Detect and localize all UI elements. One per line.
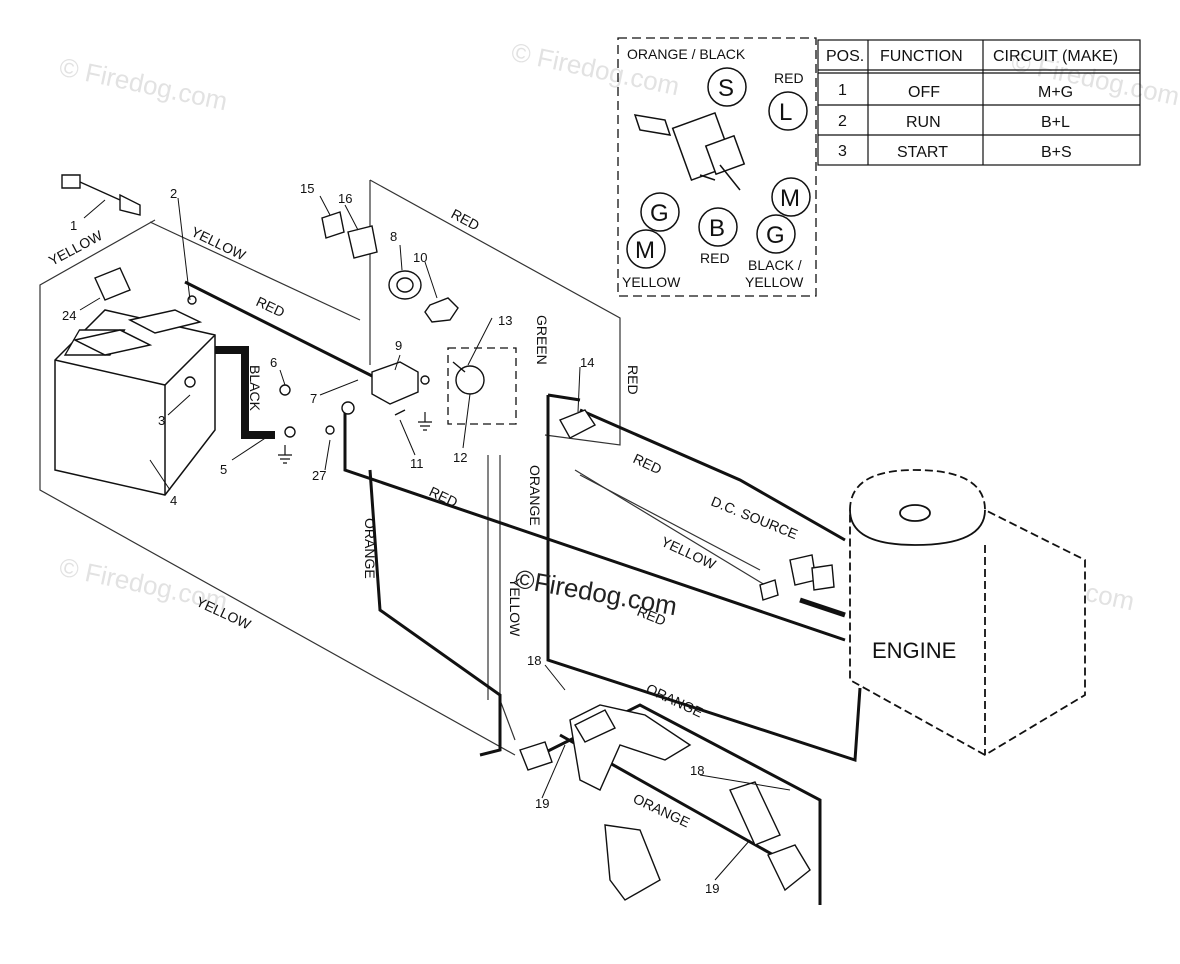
letter-s: S (718, 75, 734, 102)
table-header: CIRCUIT (MAKE) (993, 48, 1118, 65)
part-number: 12 (453, 450, 467, 465)
wire-labels: YELLOW YELLOW RED RED BLACK GREEN RED RE… (46, 206, 800, 831)
label-orange-black: ORANGE / BLACK (627, 46, 746, 62)
terminal-s (707, 67, 747, 107)
switch-inset-frame (617, 37, 817, 297)
center-watermark: ©Firedog.com (513, 563, 679, 621)
part-number: 24 (62, 308, 76, 323)
label-yellow: YELLOW (622, 274, 681, 290)
part-number: 1 (70, 218, 77, 233)
wire-label: YELLOW (46, 227, 106, 269)
part-number: 14 (580, 355, 594, 370)
terminal-g2 (756, 214, 796, 254)
terminal-b (698, 207, 738, 247)
part-number: 13 (498, 313, 512, 328)
wire-label: BLACK (247, 365, 263, 412)
wire-label: YELLOW (507, 578, 523, 637)
part-number: 16 (338, 191, 352, 206)
wire-label: RED (254, 293, 288, 320)
leader-lines (79, 195, 791, 881)
table-cell: 1 (838, 82, 847, 99)
table-cell: B+L (1041, 114, 1070, 131)
part-numbers: 1 2 3 4 5 6 7 8 9 10 11 12 13 14 15 16 1… (62, 181, 719, 896)
dc-cable (799, 597, 846, 618)
label-black-yellow: YELLOW (745, 274, 804, 290)
table-cell: 2 (838, 113, 847, 130)
part-number: 10 (413, 250, 427, 265)
terminal-letters: S L G B M M G (635, 75, 800, 264)
switch-inset-labels: ORANGE / BLACK RED RED YELLOW BLACK / YE… (622, 46, 804, 290)
wire-label: ORANGE (362, 518, 378, 579)
terminal-m2 (626, 229, 666, 269)
switch-dashed-box (447, 347, 517, 425)
engine (849, 469, 1086, 757)
wire-label: RED (631, 450, 665, 477)
part-number: 6 (270, 355, 277, 370)
battery (54, 309, 216, 496)
wire-label: YELLOW (189, 223, 249, 263)
part-number: 27 (312, 468, 326, 483)
terminal-g (640, 192, 680, 232)
wire-label: RED (427, 483, 461, 510)
letter-m2: M (635, 237, 655, 264)
engine-label: ENGINE (872, 638, 956, 663)
letter-b: B (709, 215, 725, 242)
label-red: RED (774, 70, 804, 86)
terminal-m (771, 177, 811, 217)
letter-l: L (779, 99, 792, 126)
ground-symbols (278, 412, 432, 464)
table-header: POS. (826, 48, 864, 65)
table-cell: 3 (838, 143, 847, 160)
label-red: RED (700, 250, 730, 266)
wire-label: ORANGE (527, 465, 543, 526)
part-number: 7 (310, 391, 317, 406)
part-number: 19 (705, 881, 719, 896)
part-number: 15 (300, 181, 314, 196)
wire-label: GREEN (534, 315, 550, 365)
wire-label: ORANGE (631, 790, 693, 830)
wire-label: D.C. SOURCE (709, 493, 800, 542)
letter-g: G (650, 200, 669, 227)
part-number: 4 (170, 493, 177, 508)
function-table (817, 39, 1141, 166)
terminal-circles (626, 67, 811, 269)
label-black-yellow: BLACK / (748, 257, 802, 273)
part-number: 18 (690, 763, 704, 778)
part-number: 8 (390, 229, 397, 244)
letter-m: M (780, 185, 800, 212)
part-number: 5 (220, 462, 227, 477)
table-cell: M+G (1038, 84, 1073, 101)
wire-label: RED (625, 365, 641, 395)
watermark: © Firedog.com (57, 52, 230, 117)
part-number: 3 (158, 413, 165, 428)
thin-harness (39, 179, 771, 756)
part-number: 2 (170, 186, 177, 201)
wire-label: ORANGE (644, 680, 706, 720)
table-cell: B+S (1041, 144, 1072, 161)
components (61, 174, 835, 901)
black-ground-cable (210, 346, 275, 439)
table-header: FUNCTION (880, 48, 963, 65)
part-number: 11 (410, 456, 424, 471)
wire-label: RED (449, 206, 483, 234)
table-cell: OFF (908, 84, 940, 101)
table-cell: RUN (906, 114, 941, 131)
key-switch-drawing (633, 111, 746, 191)
part-number: 18 (527, 653, 541, 668)
terminal-l (768, 91, 808, 131)
part-number: 19 (535, 796, 549, 811)
table-cell: START (897, 144, 948, 161)
part-number: 9 (395, 338, 402, 353)
letter-g2: G (766, 222, 785, 249)
function-table-text: POS. FUNCTION CIRCUIT (MAKE) 1 OFF M+G 2… (826, 48, 1118, 161)
